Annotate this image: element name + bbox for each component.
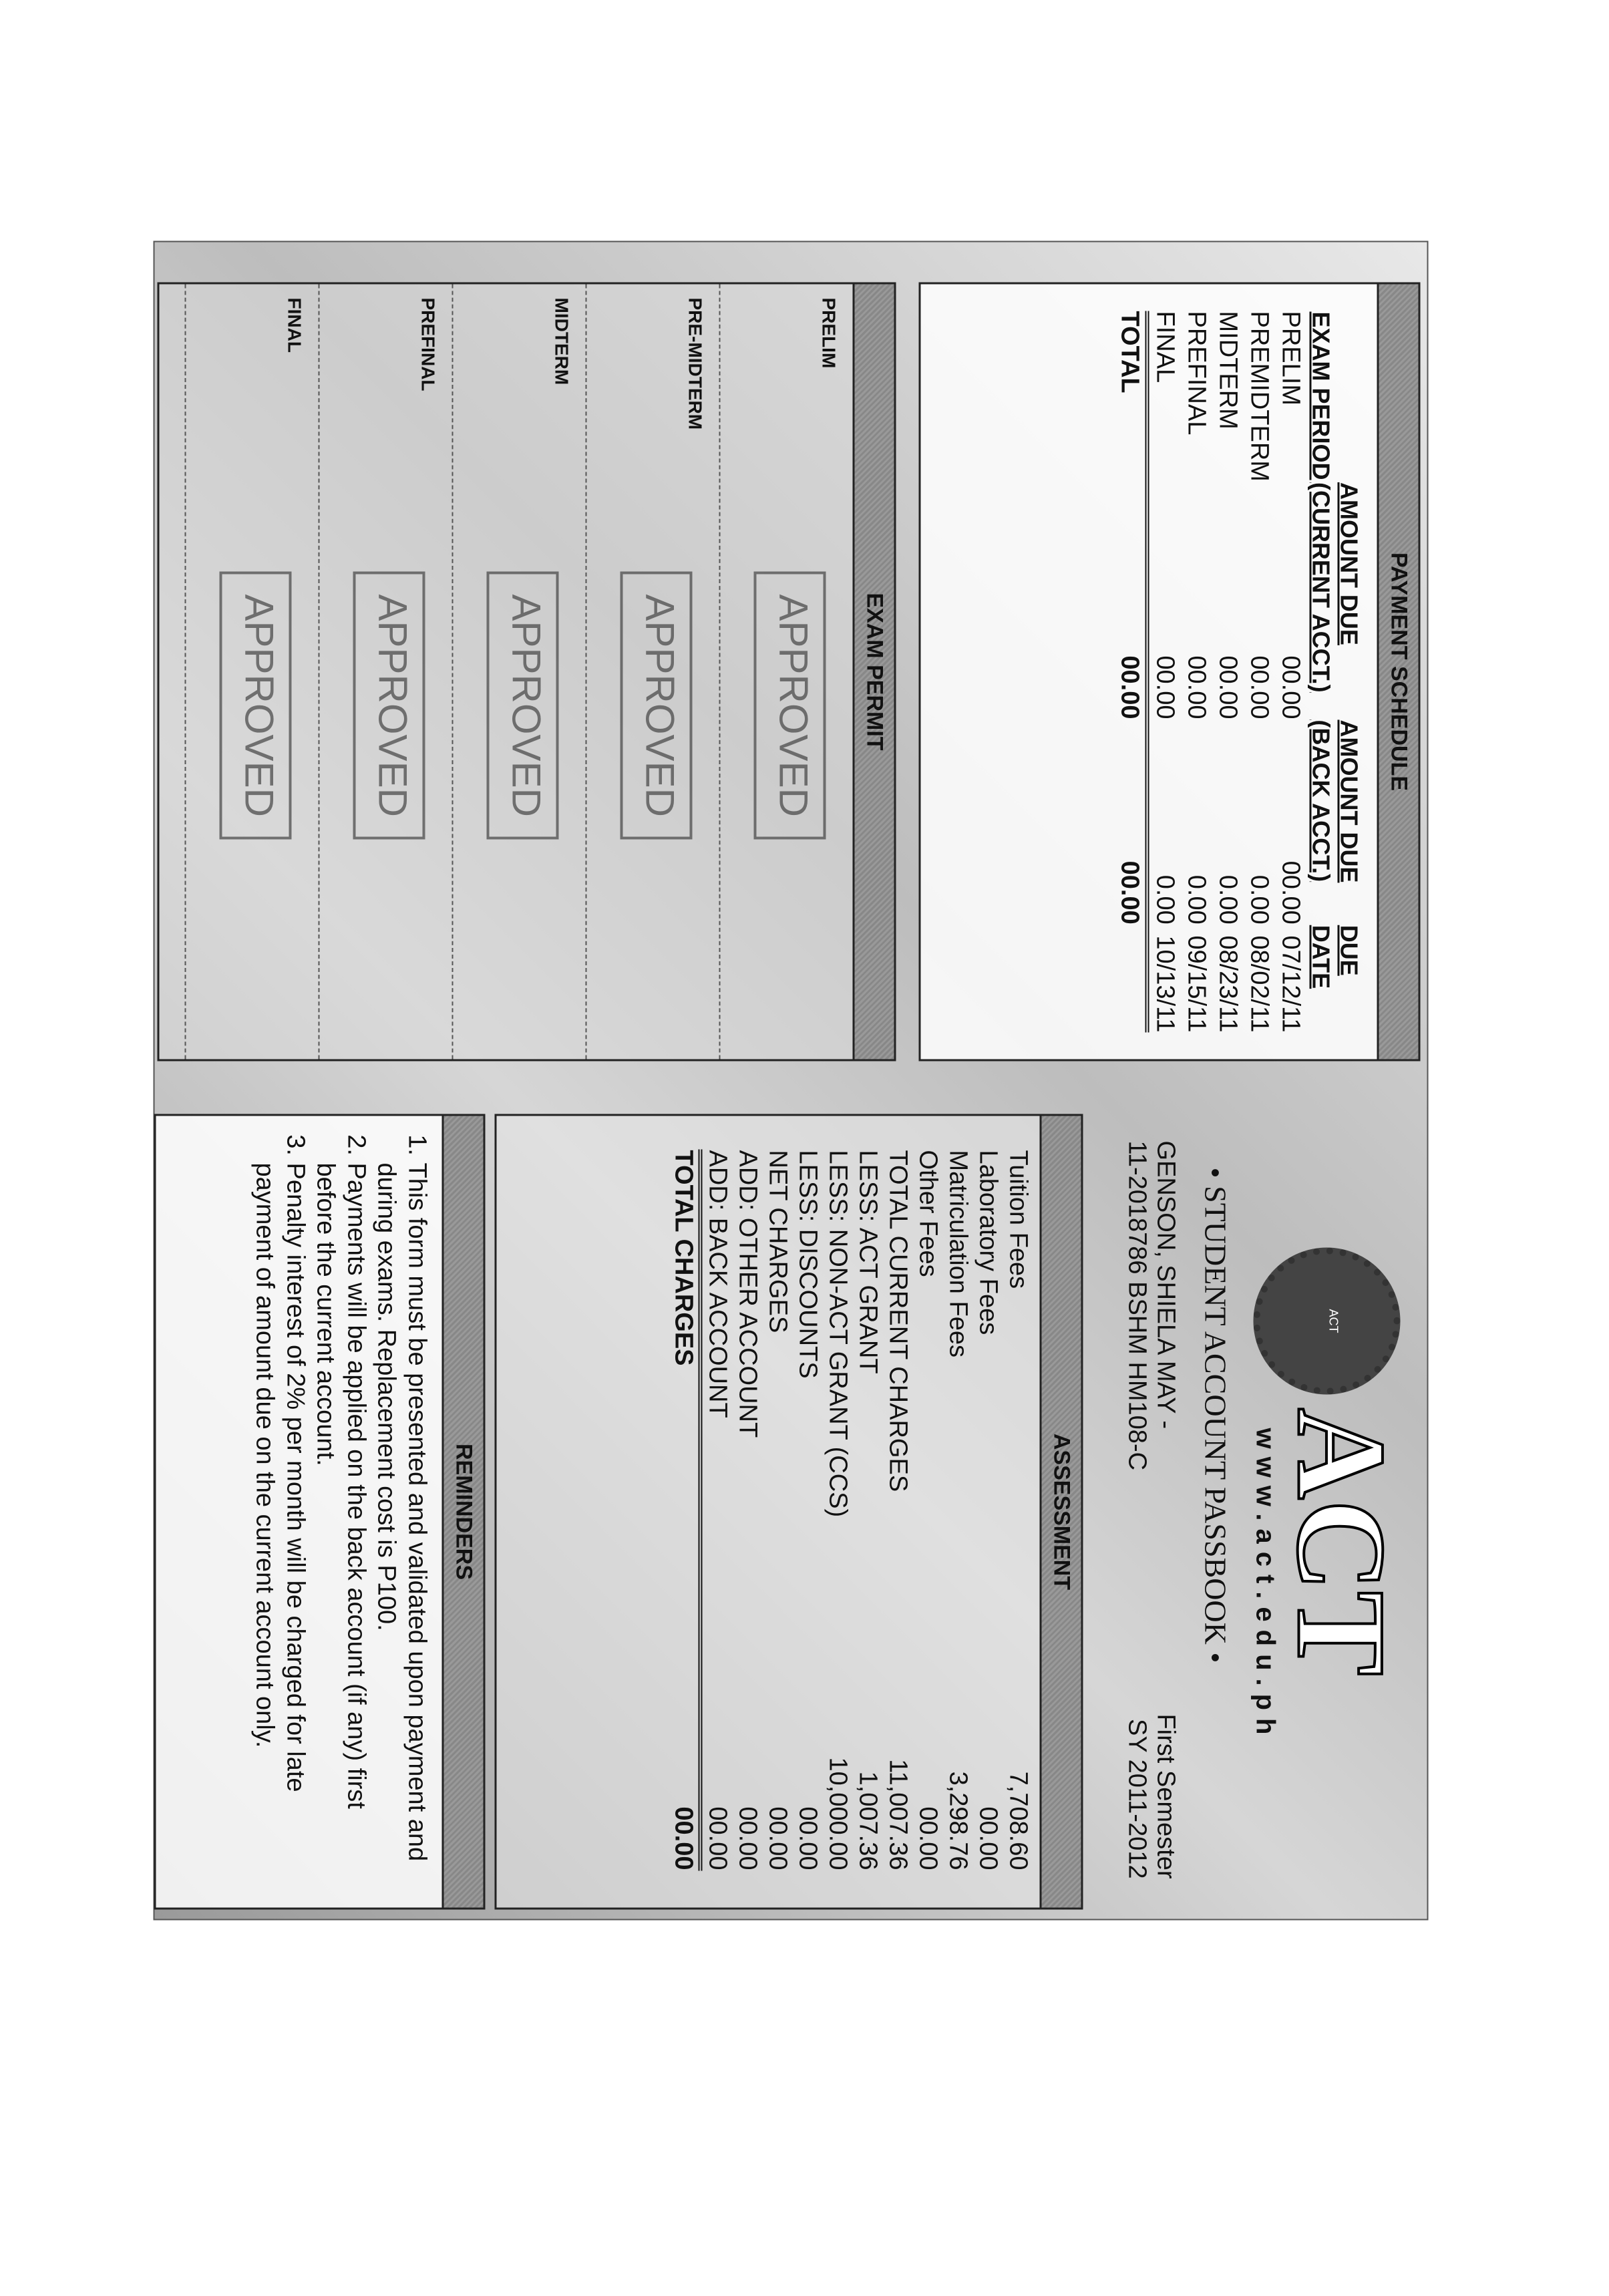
list-item: Penalty interest of 2% per month will be… [249,1163,310,1888]
website-url: www.act.edu.ph [1250,1428,1280,1743]
student-info: GENSON, SHIELA MAY - First Semester 11-20… [1123,1114,1180,1906]
student-id: 11-2018786 BSHM HM108-C [1123,1140,1151,1471]
approved-stamp: APPROVED [753,571,826,840]
approved-stamp: APPROVED [353,571,425,840]
approved-stamp: APPROVED [219,571,292,840]
assessment-title: ASSESSMENT [1039,1116,1081,1908]
passbook-title: • STUDENT ACCOUNT PASSBOOK • [1198,1167,1233,1663]
student-name: GENSON, SHIELA MAY - [1151,1140,1180,1430]
reminders-list: This form must be presented and validate… [249,1143,432,1888]
payment-schedule-title: PAYMENT SCHEDULE [1377,284,1419,1059]
approved-stamp: APPROVED [620,571,693,840]
exam-permit-title: EXAM PERMIT [852,284,894,1059]
college-seal-logo: ACT [1253,1247,1401,1395]
passbook-header: ACT ACT www.act.edu.ph • STUDENT ACCOUNT… [1093,1114,1414,1906]
reminders: REMINDERS This form must be presented an… [154,1114,486,1910]
list-item: Payments will be applied on the back acc… [310,1163,371,1888]
semester: First Semester [1151,1713,1180,1879]
school-year: SY 2011-2012 [1123,1719,1151,1879]
brand-logo: ACT [1270,1407,1413,1677]
list-item: This form must be presented and validate… [371,1163,431,1888]
table-row: LESS: NON-ACT GRANT (CCS)10,000.00 [824,1150,852,1870]
approved-stamp: APPROVED [486,571,559,840]
reminders-title: REMINDERS [441,1116,484,1908]
